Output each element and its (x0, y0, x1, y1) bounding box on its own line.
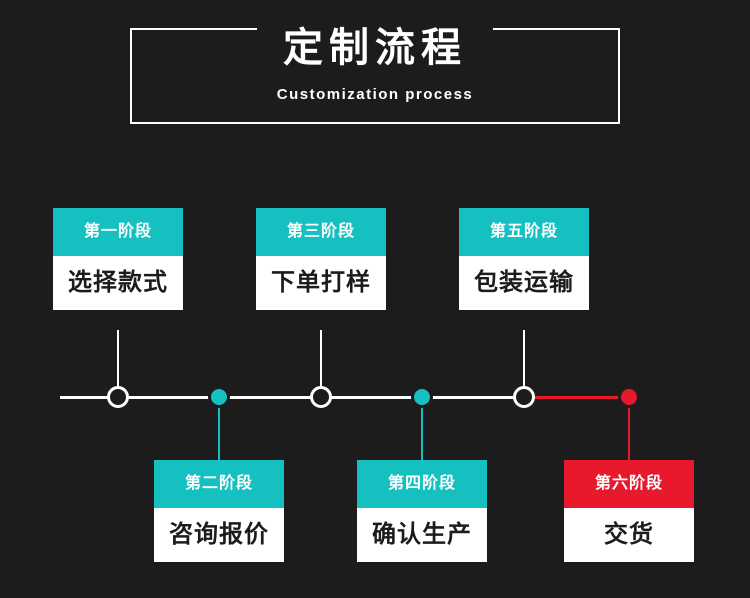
connector-step-6 (628, 404, 630, 460)
card-step-5[interactable]: 第五阶段 包装运输 (459, 208, 589, 310)
card-step-3[interactable]: 第三阶段 下单打样 (256, 208, 386, 310)
card-step-4-label: 确认生产 (357, 508, 487, 562)
connector-step-1 (117, 330, 119, 388)
card-step-1-stage: 第一阶段 (53, 208, 183, 256)
connector-step-5 (523, 330, 525, 388)
card-step-2-label: 咨询报价 (154, 508, 284, 562)
card-step-6-label: 交货 (564, 508, 694, 562)
card-step-1-label: 选择款式 (53, 256, 183, 310)
timeline-track (60, 396, 630, 399)
connector-step-3 (320, 330, 322, 388)
node-step-6[interactable] (618, 386, 640, 408)
node-step-5[interactable] (513, 386, 535, 408)
card-step-5-label: 包装运输 (459, 256, 589, 310)
card-step-3-label: 下单打样 (256, 256, 386, 310)
card-step-2-stage: 第二阶段 (154, 460, 284, 508)
card-step-1[interactable]: 第一阶段 选择款式 (53, 208, 183, 310)
card-step-6[interactable]: 第六阶段 交货 (564, 460, 694, 562)
node-step-3[interactable] (310, 386, 332, 408)
page-title: 定制流程 (257, 22, 493, 74)
node-step-1[interactable] (107, 386, 129, 408)
node-step-4[interactable] (411, 386, 433, 408)
node-step-2[interactable] (208, 386, 230, 408)
connector-step-2 (218, 404, 220, 460)
connector-step-4 (421, 404, 423, 460)
timeline-track-final (525, 396, 630, 399)
card-step-4-stage: 第四阶段 (357, 460, 487, 508)
card-step-6-stage: 第六阶段 (564, 460, 694, 508)
card-step-4[interactable]: 第四阶段 确认生产 (357, 460, 487, 562)
card-step-3-stage: 第三阶段 (256, 208, 386, 256)
page-subtitle: Customization process (276, 86, 474, 103)
card-step-5-stage: 第五阶段 (459, 208, 589, 256)
card-step-2[interactable]: 第二阶段 咨询报价 (154, 460, 284, 562)
header-frame: 定制流程 Customization process (130, 22, 620, 124)
